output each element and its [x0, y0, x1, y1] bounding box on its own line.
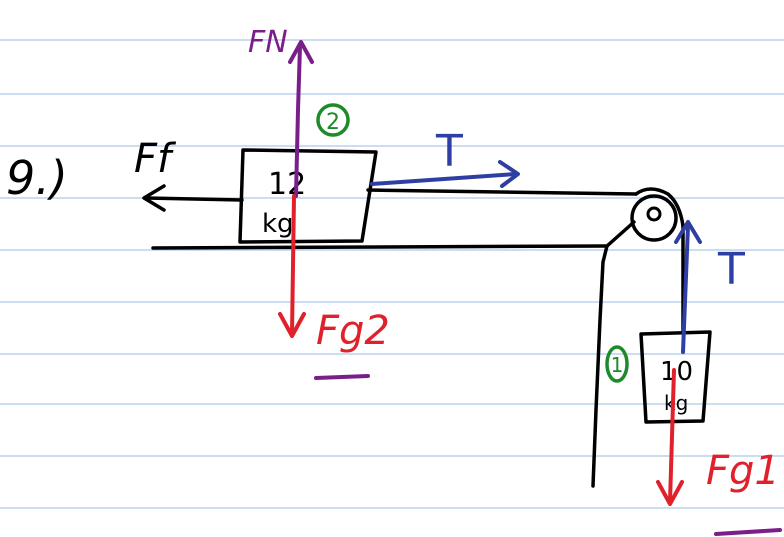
table-top-line	[151, 244, 609, 250]
problem-number: 9.)	[6, 151, 68, 205]
rope	[366, 187, 685, 334]
friction-force-head	[142, 184, 166, 212]
friction-force-shaft	[144, 196, 244, 202]
gravity-block2-shaft	[290, 194, 296, 336]
block-1-mass-value: 10	[660, 357, 693, 387]
gravity-block1-head	[656, 480, 684, 506]
tension-vertical-arrow	[674, 220, 702, 354]
pulley-axle	[646, 206, 662, 222]
block-1-circle-marker: 1	[605, 345, 629, 383]
block-1: 10 kg	[639, 330, 712, 424]
gravity-block1-underline	[714, 528, 782, 536]
normal-force-head	[288, 40, 314, 64]
pulley-bracket	[605, 220, 636, 248]
block-2-mass-unit: kg	[262, 209, 294, 239]
gravity-block1-label: Fg1	[706, 448, 780, 494]
pulley	[605, 194, 678, 248]
tension-vertical-head	[674, 220, 702, 244]
friction-force-label: Ff	[134, 136, 177, 182]
block-2-mass-value: 12	[268, 167, 306, 202]
block-1-circle	[605, 345, 629, 383]
gravity-block1-shaft	[668, 368, 676, 504]
block-2-circle-marker: 2	[316, 103, 350, 137]
rope-horizontal	[366, 188, 638, 196]
tension-vertical-label: T	[717, 244, 745, 295]
tension-vertical-shaft	[681, 224, 690, 354]
gravity-block2-label: Fg2	[316, 308, 390, 354]
pulley-wheel	[630, 194, 678, 242]
gravity-block2-head	[278, 312, 306, 338]
tension-horizontal-shaft	[370, 172, 518, 186]
tension-horizontal-head	[498, 160, 520, 188]
block-2: 12 kg	[238, 148, 378, 244]
gravity-block1-arrow	[656, 368, 684, 506]
table-edge-line	[591, 244, 609, 488]
normal-force-label: FN	[248, 25, 288, 60]
friction-force-arrow	[142, 184, 244, 212]
block-1-mass-unit: kg	[664, 391, 688, 415]
normal-force-shaft	[294, 44, 302, 198]
block-2-box	[238, 148, 378, 244]
tension-horizontal-label: T	[435, 126, 463, 177]
gravity-block2-arrow	[278, 194, 306, 338]
gravity-block2-underline	[314, 374, 370, 380]
block-2-circle-label: 2	[326, 110, 340, 135]
table	[151, 244, 609, 488]
ruled-lines	[0, 39, 784, 509]
block-1-circle-label: 1	[611, 353, 624, 377]
tension-horizontal-arrow	[370, 160, 520, 188]
rope-over-pulley	[634, 187, 685, 228]
block-1-box	[639, 330, 712, 424]
block-2-circle	[316, 103, 350, 137]
normal-force-arrow	[288, 40, 314, 198]
